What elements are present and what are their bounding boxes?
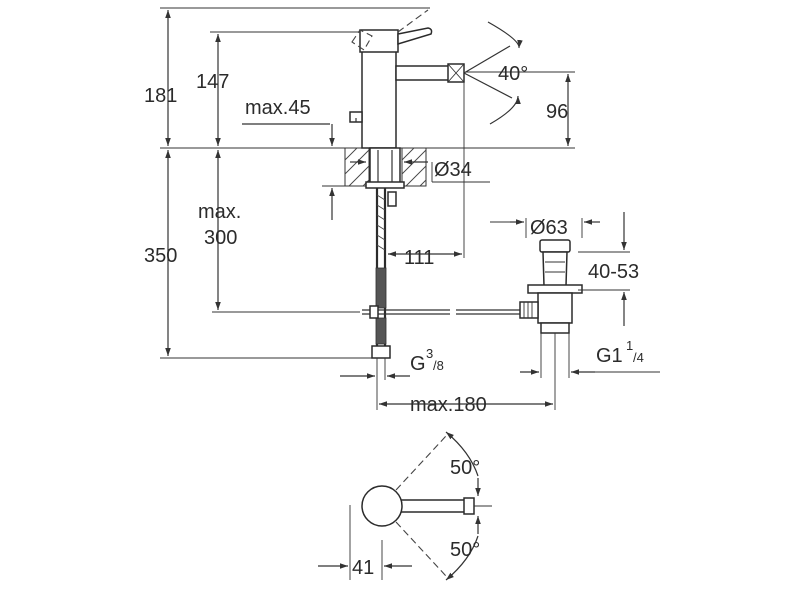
svg-text:3: 3 [426, 346, 433, 361]
pop-up-rod [362, 305, 520, 319]
hose-braided-section [375, 267, 387, 309]
mounting-nut [365, 181, 405, 189]
hose-connector-nut [371, 345, 391, 359]
label-g1-1-4: G1 1 /4 [596, 338, 644, 367]
label-d34: Ø34 [434, 159, 472, 181]
label-max180: max.180 [410, 394, 487, 416]
label-angle-50-top: 50° [450, 457, 480, 479]
pop-up-rod-guide [387, 191, 397, 207]
label-max: max. [198, 201, 241, 223]
supply-hose [371, 188, 391, 359]
label-d63: Ø63 [530, 217, 568, 239]
label-147: 147 [196, 71, 229, 93]
waste-rod-socket [519, 301, 539, 319]
pop-up-knob [349, 111, 363, 123]
side-elevation-view [160, 7, 575, 359]
label-41: 41 [352, 557, 374, 579]
label-111: 111 [404, 247, 434, 269]
angle-50-arc-upper [445, 431, 479, 477]
svg-text:1: 1 [626, 338, 633, 353]
faucet-handle-cap [359, 29, 399, 53]
waste-flange [527, 284, 583, 294]
spray-angle-upper [463, 45, 511, 74]
faucet-body [349, 9, 465, 149]
label-181: 181 [144, 85, 177, 107]
svg-text:G1: G1 [596, 345, 623, 367]
rod-clip [369, 305, 379, 319]
plan-faucet-body [361, 485, 403, 527]
waste-outlet [540, 322, 570, 334]
pop-up-waste [490, 212, 660, 378]
deck-section [344, 147, 427, 187]
svg-text:/8: /8 [433, 358, 444, 373]
swivel-line-lower [395, 521, 447, 577]
svg-text:G: G [410, 353, 426, 375]
dimension-labels: 181 147 max.45 40° 96 Ø34 max. 300 350 1… [144, 63, 644, 579]
bottom-dimensions [340, 333, 556, 410]
faucet-spout [395, 65, 451, 81]
angle-50-arc-lower [445, 535, 479, 581]
label-300: 300 [204, 227, 237, 249]
plan-view [318, 431, 492, 581]
svg-text:/4: /4 [633, 350, 644, 365]
faucet-shank [365, 147, 405, 207]
angle-40-arc-top [487, 21, 523, 49]
label-angle-50-bottom: 50° [450, 539, 480, 561]
label-max45: max.45 [245, 97, 311, 119]
faucet-lever [397, 27, 433, 46]
lever-alt-position-outline [351, 29, 373, 51]
label-angle-40: 40° [498, 63, 528, 85]
hose-lower-braid [375, 317, 387, 345]
label-40-53: 40-53 [588, 261, 639, 283]
waste-plug [539, 239, 571, 253]
lever-alt-position-line [397, 9, 429, 33]
plan-nozzle [463, 497, 475, 515]
mounting-shank [369, 147, 401, 185]
swivel-line-upper [395, 435, 447, 491]
angle-40-arc-bottom [489, 95, 521, 125]
waste-body-upper [542, 251, 568, 287]
label-96: 96 [546, 101, 568, 123]
faucet-column [361, 49, 397, 149]
waste-body-lower [537, 292, 573, 324]
spray-angle-lower [463, 72, 513, 99]
label-g-3-8: G 3 /8 [410, 346, 444, 375]
label-350: 350 [144, 245, 177, 267]
